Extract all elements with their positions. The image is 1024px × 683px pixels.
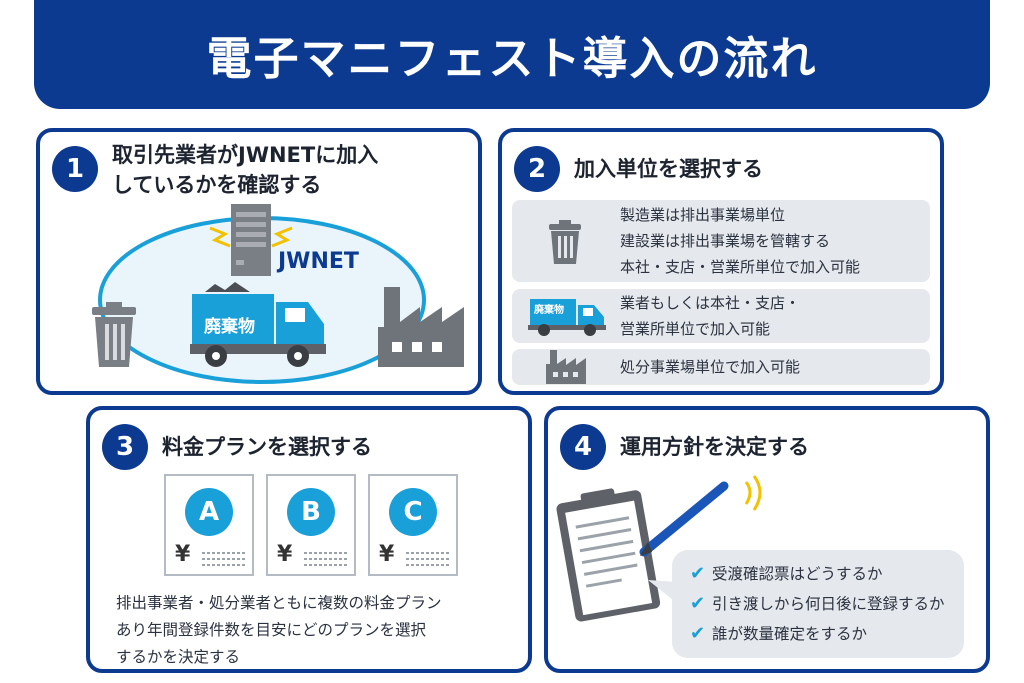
factory-icon	[546, 350, 586, 384]
clipboard-pen-icon	[556, 475, 762, 622]
signal-bolt-right-icon	[271, 226, 293, 248]
plan-description-line: 排出事業者・処分業者ともに複数の料金プラン	[116, 594, 442, 612]
unit-row-line: 処分事業場単位で加入可能	[620, 358, 801, 376]
step-1-title-line-1: 取引先業者がJWNETに加入	[112, 143, 379, 167]
step-3-title: 料金プランを選択する	[162, 435, 372, 459]
step-4-card: 4 運用方針を決定する ✔ 受渡確認票はどうするか ✔ 引き渡しから何日後に登録	[544, 406, 990, 673]
header-banner: 電子マニフェスト導入の流れ	[34, 0, 990, 109]
unit-row-transport: 廃棄物 業者もしくは本社・支店・ 営業所単位で加入可能	[512, 289, 930, 343]
price-placeholder-icon	[304, 552, 348, 566]
price-placeholder-icon	[406, 552, 450, 566]
checklist-item-text: 受渡確認票はどうするか	[712, 565, 883, 583]
unit-row-line: 製造業は排出事業場単位	[620, 206, 786, 224]
unit-row-line: 業者もしくは本社・支店・	[620, 294, 801, 312]
checklist-item: ✔ 引き渡しから何日後に登録するか	[690, 592, 945, 616]
plan-badge-c: C	[389, 488, 437, 536]
unit-row-line: 営業所単位で加入可能	[620, 320, 771, 338]
step-1-number: 1	[52, 146, 98, 192]
truck-icon	[528, 299, 606, 336]
truck-icon	[190, 282, 326, 367]
checklist-item: ✔ 誰が数量確定をするか	[690, 622, 867, 646]
step-4-title: 運用方針を決定する	[620, 435, 809, 459]
step-3-number: 3	[102, 424, 148, 470]
page-title: 電子マニフェスト導入の流れ	[206, 32, 818, 85]
unit-row-manufacturing: 製造業は排出事業場単位 建設業は排出事業場を管轄する 本社・支店・営業所単位で加…	[512, 200, 930, 282]
step-1-card: 1 取引先業者がJWNETに加入 しているかを確認する	[36, 128, 482, 395]
price-placeholder-icon	[202, 552, 246, 566]
checklist-bubble: ✔ 受渡確認票はどうするか ✔ 引き渡しから何日後に登録するか ✔ 誰が数量確定…	[672, 550, 964, 658]
step-2-title: 加入単位を選択する	[574, 157, 763, 181]
plan-description-line: するかを決定する	[116, 648, 241, 666]
step-2-card: 2 加入単位を選択する 製造業は排出事業場単位 建設業は排出事業場を管轄する 本…	[498, 128, 944, 395]
check-icon: ✔	[690, 623, 706, 644]
step-1-title: 取引先業者がJWNETに加入 しているかを確認する	[112, 140, 378, 200]
unit-row-line: 本社・支店・営業所単位で加入可能	[620, 258, 861, 276]
unit-row-transport-text: 業者もしくは本社・支店・ 営業所単位で加入可能	[620, 290, 800, 342]
truck-icon-label: 廃棄物	[534, 305, 564, 316]
unit-row-manufacturing-text: 製造業は排出事業場単位 建設業は排出事業場を管轄する 本社・支店・営業所単位で加…	[620, 202, 860, 280]
step-1-title-line-2: しているかを確認する	[112, 173, 322, 197]
yen-icon: ¥	[175, 542, 191, 567]
plan-description: 排出事業者・処分業者ともに複数の料金プラン あり年間登録件数を目安にどのプランを…	[116, 590, 516, 671]
yen-icon: ¥	[379, 542, 395, 567]
unit-row-disposal-text: 処分事業場単位で加入可能	[620, 354, 800, 380]
unit-row-disposal: 処分事業場単位で加入可能	[512, 349, 930, 385]
plan-card-b: B ¥	[266, 474, 356, 576]
trash-can-icon	[92, 302, 136, 367]
server-icon	[231, 204, 271, 276]
checklist-item-text: 引き渡しから何日後に登録するか	[712, 595, 945, 613]
step-3-card: 3 料金プランを選択する A ¥ B ¥ C ¥ 排出事業者・処分業者ともに複数…	[86, 406, 532, 673]
checklist-item: ✔ 受渡確認票はどうするか	[690, 562, 883, 586]
plan-card-a: A ¥	[164, 474, 254, 576]
step-4-number: 4	[560, 424, 606, 470]
step-2-number: 2	[514, 146, 560, 192]
bubble-tail	[648, 580, 678, 604]
truck-waste-label: 廃棄物	[204, 317, 255, 337]
checklist-item-text: 誰が数量確定をするか	[712, 625, 868, 643]
trash-can-icon	[549, 220, 581, 264]
check-icon: ✔	[690, 563, 706, 584]
check-icon: ✔	[690, 593, 706, 614]
jwnet-label: JWNET	[278, 249, 359, 274]
factory-icon	[378, 287, 464, 367]
plan-badge-b: B	[287, 488, 335, 536]
yen-icon: ¥	[277, 542, 293, 567]
plan-badge-a: A	[185, 488, 233, 536]
unit-row-line: 建設業は排出事業場を管轄する	[620, 232, 831, 250]
plan-card-c: C ¥	[368, 474, 458, 576]
plan-description-line: あり年間登録件数を目安にどのプランを選択	[116, 621, 427, 639]
signal-bolt-left-icon	[209, 226, 231, 248]
step-1-illustration	[92, 204, 464, 384]
